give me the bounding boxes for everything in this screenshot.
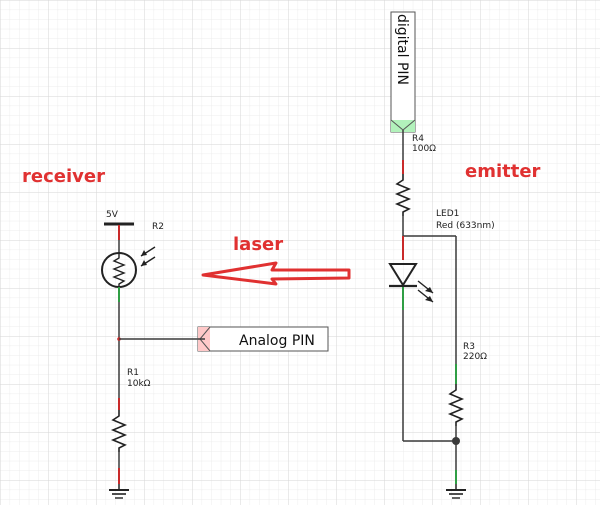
receiver-label: receiver bbox=[22, 166, 105, 187]
ground-symbol-emitter bbox=[446, 484, 466, 499]
r4-ref-label: R4 bbox=[412, 134, 424, 144]
resistor-r1[interactable] bbox=[110, 410, 128, 452]
ground-symbol-receiver bbox=[109, 484, 129, 499]
resistor-r3[interactable] bbox=[447, 384, 465, 426]
analog-pin-label: Analog PIN bbox=[239, 333, 315, 349]
receiver-circuit: 5V R2 R1 10kΩ bbox=[101, 210, 329, 499]
emitter-circuit: digital PIN R4 100Ω LED1 Red (633nm) R3 … bbox=[388, 11, 495, 499]
led-ref-label: LED1 bbox=[436, 209, 459, 219]
r3-ref-label: R3 bbox=[463, 342, 475, 352]
led-value-label: Red (633nm) bbox=[436, 221, 495, 231]
led1[interactable] bbox=[388, 263, 434, 303]
laser-arrow bbox=[201, 261, 351, 286]
resistor-r4[interactable] bbox=[394, 174, 412, 216]
digital-pin-label: digital PIN bbox=[394, 14, 410, 85]
analog-pin-port[interactable] bbox=[197, 326, 329, 352]
supply-label: 5V bbox=[106, 210, 119, 220]
r1-ref-label: R1 bbox=[127, 368, 139, 378]
sensor-ref-label: R2 bbox=[152, 222, 164, 232]
r4-value-label: 100Ω bbox=[412, 144, 436, 154]
r3-value-label: 220Ω bbox=[463, 352, 487, 362]
digital-pin-port[interactable] bbox=[390, 11, 416, 133]
r1-value-label: 10kΩ bbox=[127, 379, 151, 389]
laser-label: laser bbox=[233, 234, 283, 255]
emitter-label: emitter bbox=[465, 161, 541, 182]
